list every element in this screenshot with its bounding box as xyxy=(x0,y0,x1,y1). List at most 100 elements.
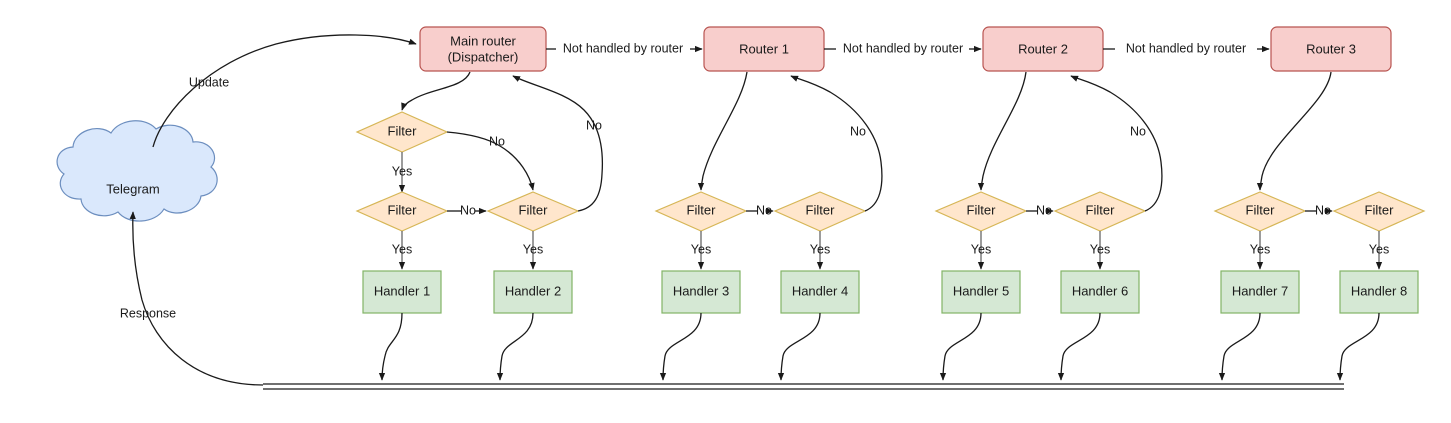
router-2-label: Router 2 xyxy=(1018,41,1068,56)
node-filter-0[interactable]: Filter xyxy=(355,111,449,153)
telegram-label: Telegram xyxy=(106,181,159,196)
node-handler-7[interactable]: Handler 7 xyxy=(1220,270,1300,314)
edge-label-update: Update xyxy=(189,75,229,89)
edge-update: Update xyxy=(152,34,417,148)
node-router-3[interactable]: Router 3 xyxy=(1270,26,1392,72)
node-handler-2[interactable]: Handler 2 xyxy=(493,270,573,314)
edge-filter6-no-back: No xyxy=(1070,75,1163,212)
edge-label-not-handled-2: Not handled by router xyxy=(843,41,963,55)
edge-handler1-to-bus xyxy=(378,312,403,381)
edge-label-yes-6: Yes xyxy=(1090,242,1110,256)
edge-handler7-to-bus xyxy=(1218,312,1261,381)
edge-label-no-main-a: No xyxy=(489,134,505,148)
edge-router1-to-router2: Not handled by router xyxy=(824,41,982,55)
node-main-router[interactable]: Main router (Dispatcher) xyxy=(419,26,547,72)
filter-1-label: Filter xyxy=(388,202,418,217)
edge-label-yes-3: Yes xyxy=(691,242,711,256)
edge-label-no-r2-a: No xyxy=(1036,203,1052,217)
edge-filter3-no: No xyxy=(746,203,774,217)
edge-router1-to-filter3 xyxy=(697,71,748,191)
node-filter-1[interactable]: Filter xyxy=(355,191,449,232)
edge-filter0-no: No xyxy=(446,131,535,191)
edge-router2-to-router3: Not handled by router xyxy=(1103,41,1270,55)
edge-filter2-no-back: No xyxy=(512,75,604,212)
edge-label-response: Response xyxy=(120,306,176,320)
node-handler-3[interactable]: Handler 3 xyxy=(661,270,741,314)
edge-label-no-r2-b: No xyxy=(1130,124,1146,138)
edge-label-yes-5: Yes xyxy=(971,242,991,256)
handler-4-box xyxy=(780,270,860,314)
edge-label-no-r3-a: No xyxy=(1315,203,1331,217)
node-handler-6[interactable]: Handler 6 xyxy=(1060,270,1140,314)
edge-handler3-to-bus xyxy=(659,312,702,381)
edge-label-yes-4: Yes xyxy=(810,242,830,256)
node-router-2[interactable]: Router 2 xyxy=(982,26,1104,72)
handler-5-box xyxy=(941,270,1021,314)
node-filter-7[interactable]: Filter xyxy=(1213,191,1307,232)
filter-5-label: Filter xyxy=(967,202,997,217)
edge-handler8-to-bus xyxy=(1336,312,1380,381)
filter-8-label: Filter xyxy=(1365,202,1395,217)
filter-3-label: Filter xyxy=(687,202,717,217)
edge-label-no-r1-a: No xyxy=(756,203,772,217)
filter-6-label: Filter xyxy=(1086,202,1116,217)
edge-filter5-no: No xyxy=(1026,203,1054,217)
edge-filter4-no-back: No xyxy=(790,75,883,212)
handler-2-label: Handler 2 xyxy=(505,283,561,298)
edge-label-no-r1-b: No xyxy=(850,124,866,138)
node-filter-4[interactable]: Filter xyxy=(773,191,867,232)
node-filter-6[interactable]: Filter xyxy=(1053,191,1147,232)
node-handler-4[interactable]: Handler 4 xyxy=(780,270,860,314)
handler-1-label: Handler 1 xyxy=(374,283,430,298)
response-bus-line xyxy=(263,383,1344,390)
node-filter-8[interactable]: Filter xyxy=(1332,191,1426,232)
edge-router2-to-filter5 xyxy=(977,71,1027,191)
handler-8-label: Handler 8 xyxy=(1351,283,1407,298)
edge-label-yes-main-top: Yes xyxy=(392,164,412,178)
edge-main-to-router1: Not handled by router xyxy=(546,41,703,55)
handler-6-label: Handler 6 xyxy=(1072,283,1128,298)
handler-3-label: Handler 3 xyxy=(673,283,729,298)
node-telegram[interactable]: Telegram xyxy=(56,120,218,222)
edge-label-no-main-c: No xyxy=(586,118,602,132)
node-handler-1[interactable]: Handler 1 xyxy=(362,270,442,314)
node-filter-5[interactable]: Filter xyxy=(934,191,1028,232)
main-router-label-line1: Main router xyxy=(450,33,516,48)
handler-4-label: Handler 4 xyxy=(792,283,848,298)
router-3-label: Router 3 xyxy=(1306,41,1356,56)
edge-handler6-to-bus xyxy=(1057,312,1101,381)
edge-handler5-to-bus xyxy=(939,312,982,381)
handler-2-box xyxy=(493,270,573,314)
edge-handler2-to-bus xyxy=(496,312,534,381)
filter-2-label: Filter xyxy=(519,202,549,217)
edge-label-not-handled-1: Not handled by router xyxy=(563,41,683,55)
handler-1-box xyxy=(362,270,442,314)
edge-handler4-to-bus xyxy=(777,312,821,381)
router-1-label: Router 1 xyxy=(739,41,789,56)
filter-7-label: Filter xyxy=(1246,202,1276,217)
cloud-shape xyxy=(56,120,218,222)
node-handler-8[interactable]: Handler 8 xyxy=(1339,270,1419,314)
edge-label-yes-1: Yes xyxy=(392,242,412,256)
edge-label-yes-8: Yes xyxy=(1369,242,1389,256)
edge-label-no-main-b: No xyxy=(460,203,476,217)
node-filter-2[interactable]: Filter xyxy=(486,191,580,232)
edge-filter7-no: No xyxy=(1305,203,1333,217)
node-handler-5[interactable]: Handler 5 xyxy=(941,270,1021,314)
handler-7-label: Handler 7 xyxy=(1232,283,1288,298)
filter-0-label: Filter xyxy=(388,123,418,138)
edge-label-yes-7: Yes xyxy=(1250,242,1270,256)
main-router-label-line2: (Dispatcher) xyxy=(448,49,519,64)
edge-response: Response xyxy=(120,211,264,386)
node-router-1[interactable]: Router 1 xyxy=(703,26,825,72)
edge-label-yes-2: Yes xyxy=(523,242,543,256)
filter-4-label: Filter xyxy=(806,202,836,217)
router-3-box xyxy=(1270,26,1392,72)
edge-main-to-filter0 xyxy=(401,71,471,111)
handler-3-box xyxy=(661,270,741,314)
edge-filter1-no: No xyxy=(447,203,487,217)
node-filter-3[interactable]: Filter xyxy=(654,191,748,232)
edge-router3-to-filter7 xyxy=(1256,71,1332,191)
